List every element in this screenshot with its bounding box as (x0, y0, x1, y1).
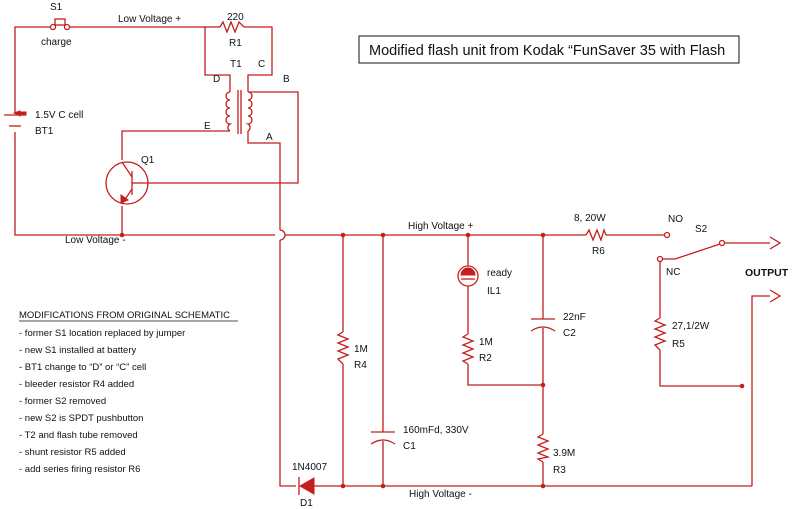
high-voltage-plus-label: High Voltage + (408, 221, 473, 232)
modifications-heading: MODIFICATIONS FROM ORIGINAL SCHEMATIC (19, 310, 230, 321)
modification-item: - T2 and flash tube removed (19, 430, 138, 441)
modification-item: - add series firing resistor R6 (19, 464, 140, 475)
r1-value-label: 220 (227, 12, 244, 23)
r5-label: R5 (672, 339, 685, 350)
output-label: OUTPUT (745, 267, 789, 279)
tap-d-label: D (213, 74, 220, 85)
s1-label: S1 (50, 2, 63, 13)
r4-label: R4 (354, 360, 367, 371)
s1-charge-label: charge (41, 37, 72, 48)
r2-value-label: 1M (479, 337, 493, 348)
bt1-label: BT1 (35, 126, 54, 137)
high-voltage-minus-label: High Voltage - (409, 489, 472, 500)
junctions (119, 232, 745, 489)
il1-ready-label: ready (487, 268, 512, 279)
d1-label: D1 (300, 498, 313, 509)
r3-value-label: 3.9M (553, 448, 575, 459)
resistor-r6: 8, 20W R6 (574, 213, 607, 257)
modification-item: - new S1 installed at battery (19, 345, 136, 356)
d1-value-label: 1N4007 (292, 462, 327, 473)
schematic-title: Modified flash unit from Kodak “FunSaver… (369, 43, 725, 59)
c1-value-label: 160mFd, 330V (403, 425, 469, 436)
r2-label: R2 (479, 353, 492, 364)
transistor-q1: Q1 (105, 155, 155, 205)
modifications-notes: MODIFICATIONS FROM ORIGINAL SCHEMATIC - … (19, 310, 238, 475)
capacitor-c2: 22nF C2 (530, 312, 586, 339)
c2-label: C2 (563, 328, 576, 339)
modification-item: - former S2 removed (19, 396, 106, 407)
tap-e-label: E (204, 121, 211, 132)
tap-b-label: B (283, 74, 290, 85)
switch-s2: NO S2 NC (656, 214, 726, 278)
resistor-r4: 1M R4 (336, 331, 368, 371)
resistor-r1: 220 R1 (219, 12, 245, 49)
battery-bt1: 1.5V C cell BT1 (4, 110, 83, 137)
q1-label: Q1 (141, 155, 155, 166)
r3-label: R3 (553, 465, 566, 476)
r6-value-label: 8, 20W (574, 213, 606, 224)
wires (14, 26, 770, 487)
r5-value-label: 27,1/2W (672, 321, 710, 332)
il1-label: IL1 (487, 286, 501, 297)
tap-a-label: A (266, 132, 273, 143)
resistor-r3: 3.9M R3 (536, 433, 575, 476)
resistor-r5: 27,1/2W R5 (653, 317, 710, 351)
s2-label: S2 (695, 224, 708, 235)
s2-no-label: NO (668, 214, 683, 225)
bt1-value-label: 1.5V C cell (35, 110, 83, 121)
r1-label: R1 (229, 38, 242, 49)
r6-label: R6 (592, 246, 605, 257)
modification-item: - new S2 is SPDT pushbutton (19, 413, 143, 424)
r4-value-label: 1M (354, 344, 368, 355)
low-voltage-plus-label: Low Voltage + (118, 14, 181, 25)
switch-s1: S1 charge (41, 2, 72, 48)
s2-nc-label: NC (666, 267, 680, 278)
title-box: Modified flash unit from Kodak “FunSaver… (358, 35, 740, 64)
lamp-il1: ready IL1 (457, 265, 512, 297)
transformer-t1: T1 D C B E A (204, 59, 290, 143)
modification-item: - BT1 change to “D” or “C” cell (19, 362, 146, 373)
resistor-r2: 1M R2 (461, 333, 493, 365)
modification-item: - former S1 location replaced by jumper (19, 328, 185, 339)
tap-c-label: C (258, 59, 265, 70)
output-terminals: OUTPUT (745, 236, 789, 303)
diode-d1: 1N4007 D1 (292, 462, 327, 509)
t1-label: T1 (230, 59, 242, 70)
c1-label: C1 (403, 441, 416, 452)
c2-value-label: 22nF (563, 312, 586, 323)
low-voltage-minus-label: Low Voltage - (65, 235, 126, 246)
modification-item: - shunt resistor R5 added (19, 447, 126, 458)
modification-item: - bleeder resistor R4 added (19, 379, 134, 390)
capacitor-c1: 160mFd, 330V C1 (370, 425, 469, 452)
